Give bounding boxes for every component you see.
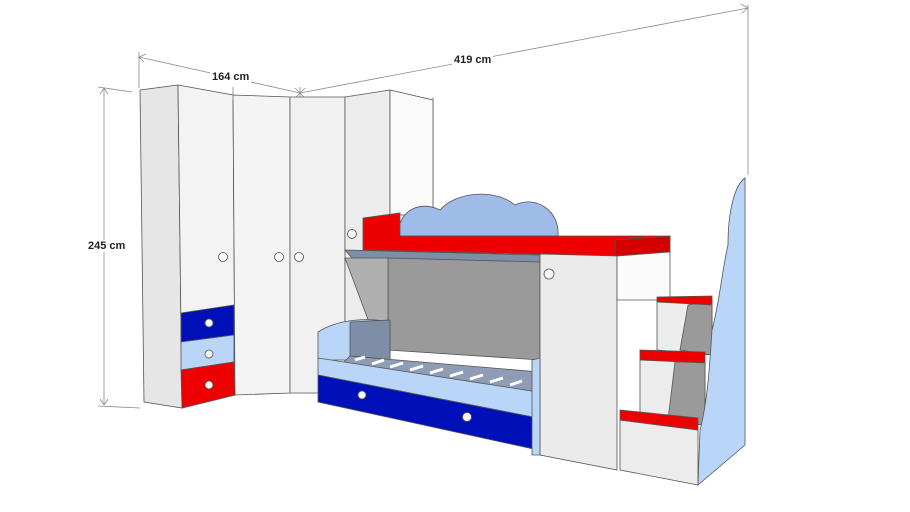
staircase [619,177,746,486]
dimension-arrows [99,3,749,406]
dimension-label-164: 164 cm [210,71,252,83]
knob-icons [204,229,357,390]
cloud-headboard [397,193,559,237]
side-cabinet [539,251,671,471]
step-tread-middle [639,349,706,364]
step-tread-top [656,295,713,306]
loft-bed [344,193,671,361]
trundle-bed [317,319,541,456]
dimension-label-419: 419 cm [452,54,494,66]
dimension-label-245: 245 cm [86,240,128,252]
step-tread-bottom [619,409,699,431]
